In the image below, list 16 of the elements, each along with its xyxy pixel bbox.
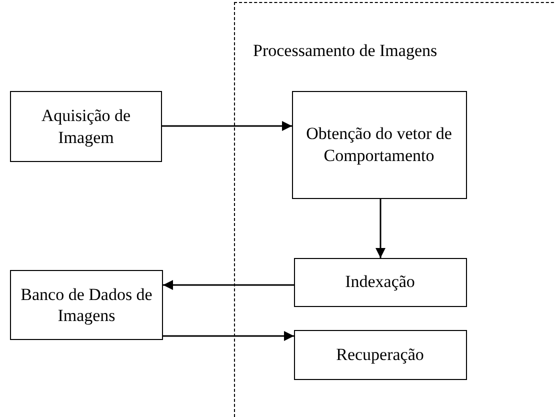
arrow bbox=[163, 331, 294, 341]
arrow bbox=[163, 280, 294, 290]
arrow bbox=[376, 199, 386, 258]
box-label: Aquisição de Imagem bbox=[40, 105, 132, 148]
dashed-region bbox=[234, 2, 555, 417]
process-box bbox=[10, 91, 162, 162]
arrow bbox=[162, 121, 292, 131]
box-label: Banco de Dados de Imagens bbox=[20, 284, 154, 326]
process-box bbox=[10, 270, 163, 340]
box-label: Recuperação bbox=[335, 344, 425, 366]
process-box bbox=[294, 330, 466, 380]
box-label: Indexação bbox=[344, 271, 416, 293]
process-box bbox=[294, 258, 466, 306]
process-box bbox=[292, 90, 466, 198]
box-label: Obtenção do vetor de Comportamento bbox=[305, 123, 453, 166]
region-title: Processamento de Imagens bbox=[253, 41, 438, 61]
